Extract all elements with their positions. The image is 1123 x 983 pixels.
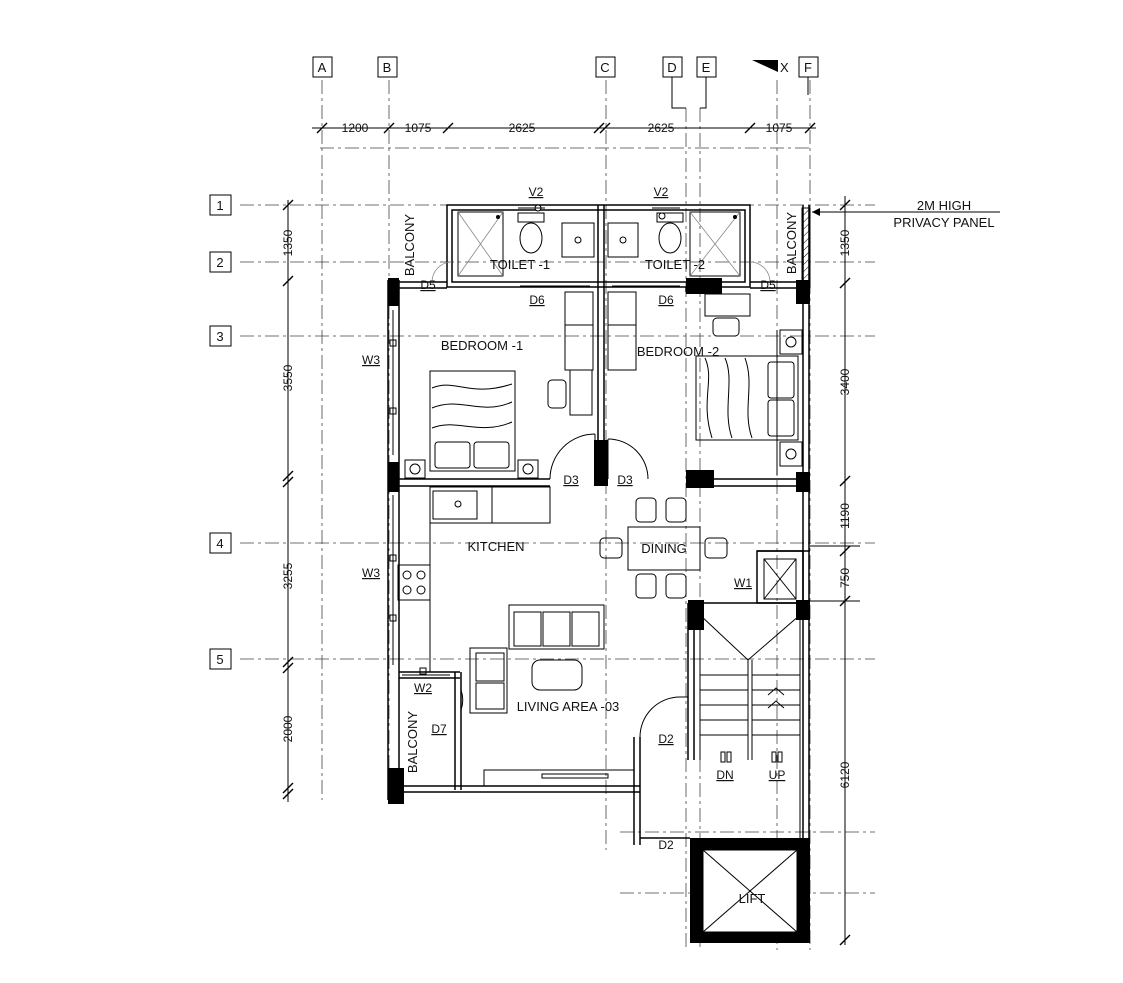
tag-up: UP bbox=[769, 768, 786, 782]
tag-d3-right: D3 bbox=[617, 473, 633, 487]
svg-text:4: 4 bbox=[216, 536, 223, 551]
bedroom-furniture bbox=[404, 291, 803, 479]
svg-text:2000: 2000 bbox=[281, 715, 295, 742]
svg-text:2625: 2625 bbox=[509, 121, 536, 135]
svg-text:3550: 3550 bbox=[281, 364, 295, 391]
svg-text:1075: 1075 bbox=[405, 121, 432, 135]
tag-d3-left: D3 bbox=[563, 473, 579, 487]
grid-marker-c: C bbox=[595, 56, 616, 78]
svg-text:6120: 6120 bbox=[838, 761, 852, 788]
svg-text:1200: 1200 bbox=[342, 121, 369, 135]
toilet-2-label: TOILET -2 bbox=[645, 257, 705, 272]
svg-text:1190: 1190 bbox=[838, 503, 852, 529]
svg-text:2625: 2625 bbox=[648, 121, 675, 135]
tag-w3-bottom: W3 bbox=[362, 566, 380, 580]
svg-text:2: 2 bbox=[216, 255, 223, 270]
grid-marker-3: 3 bbox=[209, 325, 232, 347]
tag-w2: W2 bbox=[414, 681, 432, 695]
balcony-top-right-label: BALCONY bbox=[784, 212, 799, 274]
svg-text:A: A bbox=[318, 60, 327, 75]
svg-text:E: E bbox=[702, 60, 711, 75]
toilet-fixtures bbox=[457, 204, 741, 287]
tag-d5-right: D5 bbox=[760, 278, 776, 292]
balcony-bottom-label: BALCONY bbox=[405, 711, 420, 773]
tag-w1: W1 bbox=[734, 576, 752, 590]
door-swings bbox=[431, 261, 771, 738]
svg-text:3400: 3400 bbox=[838, 368, 852, 395]
section-mark: X bbox=[752, 60, 789, 75]
grid-marker-1: 1 bbox=[209, 194, 232, 216]
grid-marker-2: 2 bbox=[209, 251, 232, 273]
bed-1 bbox=[429, 370, 516, 472]
tag-d7: D7 bbox=[431, 722, 447, 736]
opening-tags: V2 V2 D5 D5 D6 D6 W3 W3 D3 D3 W1 W2 D7 D… bbox=[362, 185, 785, 852]
right-dimension-line: 1350 3400 1190 750 6120 bbox=[810, 196, 860, 946]
top-dimension-line: 1200 1075 2625 2625 1075 bbox=[312, 121, 816, 135]
dining-table bbox=[627, 526, 701, 571]
tag-d2: D2 bbox=[658, 732, 674, 746]
svg-text:2M HIGH: 2M HIGH bbox=[917, 198, 971, 213]
lift-label: LIFT bbox=[739, 891, 766, 906]
grid-row-markers: 1 2 3 4 5 bbox=[209, 194, 232, 670]
svg-text:1075: 1075 bbox=[766, 121, 793, 135]
grid-column-markers: A B C D E F bbox=[312, 56, 819, 109]
windows bbox=[389, 310, 450, 676]
bedroom-1-label: BEDROOM -1 bbox=[441, 338, 523, 353]
bedroom-2-label: BEDROOM -2 bbox=[637, 344, 719, 359]
kitchen-label: KITCHEN bbox=[467, 539, 524, 554]
grid-marker-a: A bbox=[312, 56, 333, 78]
living-area-label: LIVING AREA -03 bbox=[517, 699, 620, 714]
living-furniture bbox=[469, 604, 635, 787]
svg-text:1: 1 bbox=[216, 198, 223, 213]
tag-dn: DN bbox=[716, 768, 733, 782]
svg-text:1350: 1350 bbox=[281, 229, 295, 256]
grid-marker-5: 5 bbox=[209, 648, 232, 670]
bed-2 bbox=[695, 355, 799, 441]
privacy-panel-note: 2M HIGH PRIVACY PANEL bbox=[812, 198, 1000, 230]
grid-marker-4: 4 bbox=[209, 532, 232, 554]
tag-w3-top: W3 bbox=[362, 353, 380, 367]
room-labels: TOILET -1 TOILET -2 BEDROOM -1 BEDROOM -… bbox=[402, 212, 799, 906]
grid-marker-b: B bbox=[377, 56, 398, 78]
svg-text:3: 3 bbox=[216, 329, 223, 344]
grid-marker-e: E bbox=[696, 56, 717, 78]
tag-d5-left: D5 bbox=[420, 278, 436, 292]
toilet-1-label: TOILET -1 bbox=[490, 257, 550, 272]
svg-text:D: D bbox=[667, 60, 676, 75]
tag-v2-right: V2 bbox=[654, 185, 669, 199]
grid-marker-d: D bbox=[662, 56, 683, 78]
svg-text:3255: 3255 bbox=[281, 562, 295, 589]
left-dimension-line: 1350 3550 3255 2000 bbox=[281, 199, 295, 802]
svg-text:750: 750 bbox=[838, 568, 852, 588]
tag-v2-left: V2 bbox=[529, 185, 544, 199]
dining-label: DINING bbox=[641, 541, 687, 556]
balcony-top-left-label: BALCONY bbox=[402, 214, 417, 276]
svg-text:5: 5 bbox=[216, 652, 223, 667]
svg-text:X: X bbox=[780, 60, 789, 75]
walls bbox=[387, 204, 811, 943]
tag-d2-lift: D2 bbox=[658, 838, 674, 852]
svg-text:F: F bbox=[804, 60, 812, 75]
tag-d6-right: D6 bbox=[658, 293, 674, 307]
tag-d6-left: D6 bbox=[529, 293, 545, 307]
svg-text:PRIVACY PANEL: PRIVACY PANEL bbox=[893, 215, 994, 230]
svg-text:C: C bbox=[600, 60, 609, 75]
kitchen-dining-furniture bbox=[397, 486, 728, 672]
svg-text:1350: 1350 bbox=[838, 229, 852, 256]
staircase bbox=[699, 614, 801, 838]
svg-text:B: B bbox=[383, 60, 392, 75]
grid-marker-f: F bbox=[798, 56, 819, 78]
